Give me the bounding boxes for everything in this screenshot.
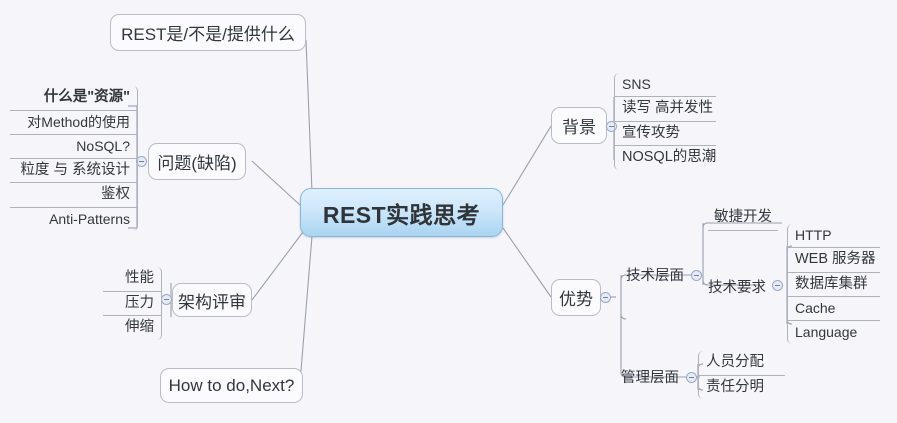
node-next-steps[interactable]: How to do,Next? bbox=[160, 368, 303, 403]
list-item[interactable]: 压力 bbox=[103, 292, 161, 316]
leaf-group-architecture-review: 性能 压力 伸缩 bbox=[103, 267, 162, 340]
root-node-label: REST实践思考 bbox=[322, 201, 481, 228]
list-item[interactable]: 读写 高并发性 bbox=[615, 97, 716, 122]
collapse-minus-icon-architecture-review[interactable] bbox=[161, 294, 172, 305]
list-item[interactable]: 责任分明 bbox=[706, 378, 764, 395]
list-item[interactable]: 人员分配 bbox=[699, 351, 785, 376]
node-technical-requirements[interactable]: 技术要求 bbox=[708, 280, 766, 296]
collapse-minus-icon-problems[interactable] bbox=[136, 156, 147, 167]
leaf-group-technical-requirements: HTTP WEB 服务器 数据库集群 Cache Language bbox=[787, 224, 880, 344]
list-item[interactable]: 鉴权 bbox=[10, 183, 137, 208]
node-rest-definition-label: REST是/不是/提供什么 bbox=[121, 25, 295, 44]
node-architecture-review-label: 架构评审 bbox=[178, 292, 246, 312]
leaf-group-management-level: 人员分配 责任分明 bbox=[698, 351, 785, 399]
list-item[interactable]: 伸缩 bbox=[125, 319, 154, 335]
list-item[interactable]: 粒度 与 系统设计 bbox=[10, 159, 137, 183]
list-item[interactable]: 对Method的使用 bbox=[10, 111, 137, 135]
list-item[interactable]: HTTP bbox=[788, 224, 880, 248]
node-next-steps-label: How to do,Next? bbox=[168, 375, 295, 395]
collapse-minus-icon-management-level[interactable] bbox=[686, 372, 697, 383]
leaf-group-background: SNS 读写 高并发性 宣传攻势 NOSQL的思潮 bbox=[614, 73, 716, 170]
collapse-minus-icon-technical-requirements[interactable] bbox=[772, 280, 783, 291]
list-item[interactable]: 宣传攻势 bbox=[615, 122, 716, 146]
list-item[interactable]: Language bbox=[795, 324, 858, 340]
list-item[interactable]: 性能 bbox=[103, 267, 161, 292]
list-item[interactable]: WEB 服务器 bbox=[788, 248, 880, 273]
list-item[interactable]: 什么是"资源" bbox=[10, 86, 137, 111]
node-problems-label: 问题(缺陷) bbox=[157, 154, 237, 173]
collapse-minus-icon-technical-level[interactable] bbox=[691, 270, 702, 281]
collapse-minus-icon-advantages[interactable] bbox=[600, 292, 611, 303]
leaf-group-problems: 什么是"资源" 对Method的使用 NoSQL? 粒度 与 系统设计 鉴权 A… bbox=[10, 86, 138, 231]
collapse-minus-icon-background[interactable] bbox=[606, 121, 617, 132]
list-item[interactable]: NoSQL? bbox=[10, 135, 137, 159]
list-item[interactable]: NOSQL的思潮 bbox=[622, 149, 717, 165]
node-advantages-label: 优势 bbox=[559, 290, 593, 309]
node-rest-definition[interactable]: REST是/不是/提供什么 bbox=[110, 14, 306, 51]
node-problems[interactable]: 问题(缺陷) bbox=[148, 143, 246, 180]
node-management-level[interactable]: 管理层面 bbox=[621, 370, 679, 386]
list-item[interactable]: 数据库集群 bbox=[788, 273, 880, 297]
list-item[interactable]: Cache bbox=[788, 297, 880, 321]
node-architecture-review[interactable]: 架构评审 bbox=[172, 283, 252, 317]
list-item[interactable]: Anti-Patterns bbox=[49, 210, 130, 227]
node-background-label: 背景 bbox=[562, 118, 596, 137]
list-item[interactable]: 敏捷开发 bbox=[708, 205, 778, 231]
list-item[interactable]: SNS bbox=[615, 73, 716, 97]
node-background[interactable]: 背景 bbox=[551, 107, 607, 144]
node-advantages[interactable]: 优势 bbox=[551, 279, 601, 316]
node-technical-level[interactable]: 技术层面 bbox=[626, 268, 684, 284]
root-node[interactable]: REST实践思考 bbox=[300, 188, 503, 237]
